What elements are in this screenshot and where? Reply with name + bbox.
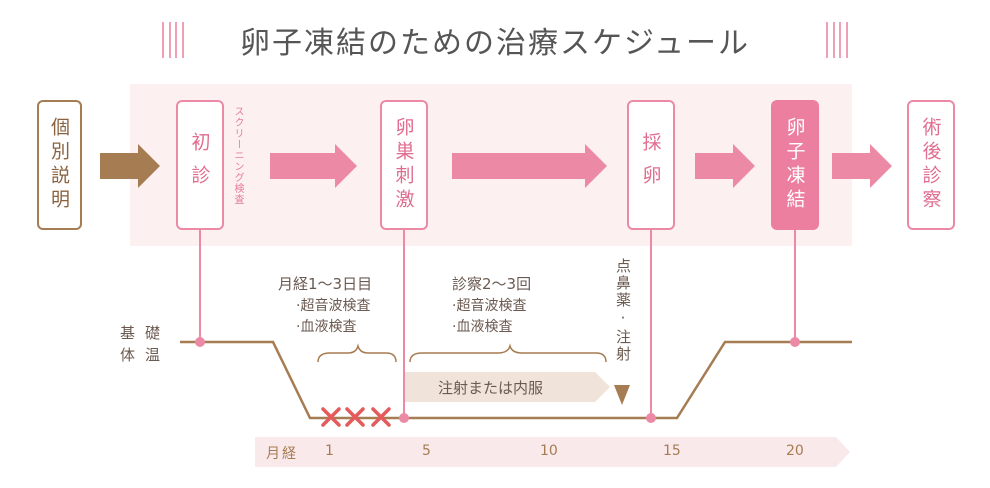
brace-visits xyxy=(409,343,607,363)
dot-freezing xyxy=(790,337,800,347)
brace-period xyxy=(317,343,397,363)
bbt-label-line2: 体温 xyxy=(120,346,171,364)
step-post-exam: 術後診察 xyxy=(907,100,955,230)
period-test-blood: ·血液検査 xyxy=(296,319,357,335)
timeline-label: 月経 xyxy=(266,446,298,462)
arrow-freezing-to-post xyxy=(832,144,892,188)
step-stimulation-label: 卵巣刺激 xyxy=(392,117,415,213)
timeline-tick-15: 15 xyxy=(663,443,681,459)
screening-label: スクリーニング検査 xyxy=(232,106,243,205)
timeline-band xyxy=(255,437,850,467)
bbt-curve xyxy=(180,340,852,420)
page-title: 卵子凍結のための治療スケジュール xyxy=(240,26,750,61)
period-days-note: 月経1〜3日目 xyxy=(278,275,373,293)
bbt-label-line1: 基礎 xyxy=(120,324,171,342)
timeline-tick-10: 10 xyxy=(540,443,558,459)
medication-note: 注射または内服 xyxy=(438,379,544,397)
step-post-exam-label: 術後診察 xyxy=(919,117,942,213)
dot-retrieval xyxy=(646,413,656,423)
step-retrieval: 採卵 xyxy=(627,100,675,230)
step-retrieval-label: 採卵 xyxy=(639,132,662,198)
title-deco-left xyxy=(162,22,184,58)
visit-test-ultrasound: ·超音波検査 xyxy=(452,298,527,314)
timeline-tick-5: 5 xyxy=(422,443,431,459)
medication-band xyxy=(405,372,610,402)
step-first-visit: 初診 xyxy=(176,100,224,230)
step-freezing-label: 卵子凍結 xyxy=(783,117,806,213)
dot-first-visit xyxy=(195,337,205,347)
step-explanation: 個別説明 xyxy=(37,100,82,230)
timeline-tick-20: 20 xyxy=(786,443,804,459)
period-test-ultrasound: ·超音波検査 xyxy=(296,298,371,314)
nasal-triangle xyxy=(614,385,630,405)
timeline-tick-1: 1 xyxy=(325,443,334,459)
dot-stimulation xyxy=(399,413,409,423)
arrow-retrieval-to-freezing xyxy=(695,144,755,188)
cross-marks xyxy=(321,407,391,427)
visits-note: 診察2〜3回 xyxy=(452,275,532,293)
step-first-visit-label: 初診 xyxy=(188,132,211,198)
step-explanation-label: 個別説明 xyxy=(48,117,70,213)
arrow-stimulation-to-retrieval xyxy=(452,144,607,188)
nasal-note: 点鼻薬·注射 xyxy=(614,258,632,363)
visit-test-blood: ·血液検査 xyxy=(452,319,513,335)
arrow-first-to-stimulation xyxy=(270,144,357,188)
arrow-explanation-to-first xyxy=(100,144,160,188)
step-stimulation: 卵巣刺激 xyxy=(380,100,428,230)
step-freezing: 卵子凍結 xyxy=(771,100,819,230)
title-deco-right xyxy=(826,22,848,58)
